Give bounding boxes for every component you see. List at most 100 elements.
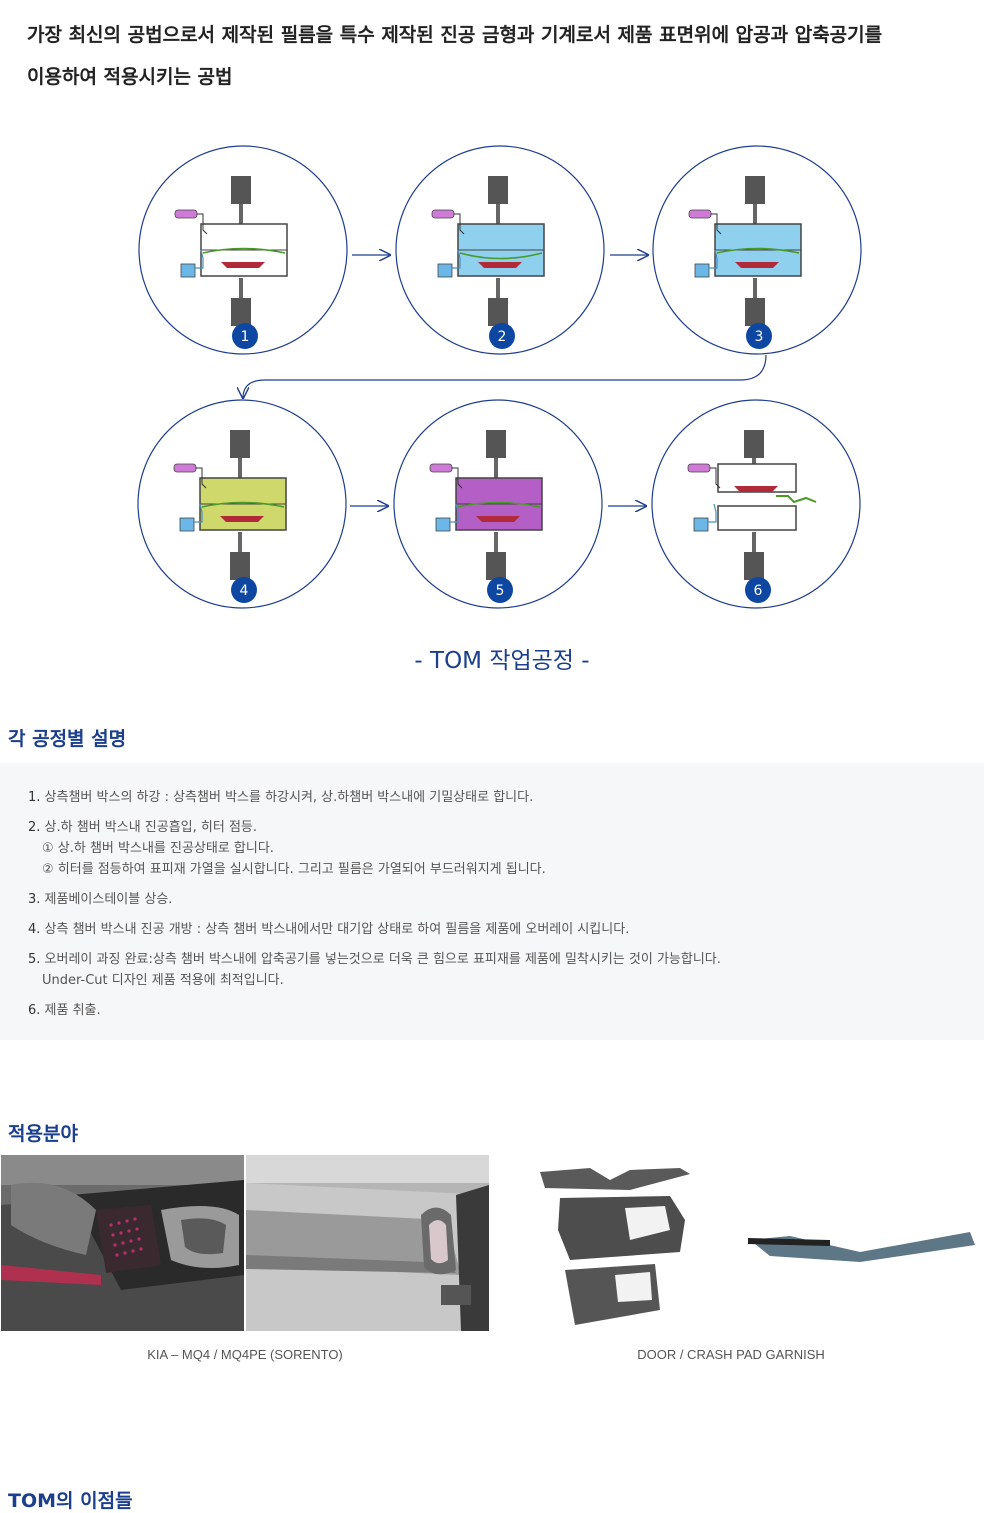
vacuum-line: [195, 249, 204, 269]
lower-press: [745, 298, 765, 326]
process-item-number: 3.: [28, 892, 45, 907]
process-item-subline: ① 상.하 챔버 박스내를 진공상태로 합니다.: [42, 841, 274, 856]
upper-press: [488, 176, 508, 204]
process-item-subline: ② 히터를 점등하여 표피재 가열을 실시합니다. 그리고 필름은 가열되어 부…: [42, 862, 546, 877]
vacuum-line: [450, 503, 459, 523]
process-item: 6. 제품 취출.: [28, 1000, 958, 1021]
crash-pad-photo: [246, 1155, 489, 1331]
process-item: 4. 상측 챔버 박스내 진공 개방 : 상측 챔버 박스내에서만 대기압 상태…: [28, 919, 958, 940]
process-step-2: 2: [395, 145, 605, 355]
step-number: 1: [241, 329, 250, 345]
process-item-text: 상측챔버 박스의 하강 : 상측챔버 박스를 하강시켜, 상.하챔버 박스내에 …: [44, 790, 534, 805]
vacuum-pump: [694, 263, 710, 278]
process-item: 1. 상측챔버 박스의 하강 : 상측챔버 박스를 하강시켜, 상.하챔버 박스…: [28, 787, 958, 808]
vacuum-pump: [437, 263, 453, 278]
film: [459, 252, 543, 260]
heater-tank: [688, 209, 712, 219]
intro-line-1: 가장 최신의 공법으로서 제작된 필름을 특수 제작된 진공 금형과 기계로서 …: [27, 24, 883, 46]
vacuum-pump: [179, 517, 195, 532]
upper-rod: [239, 204, 243, 224]
lower-press: [488, 298, 508, 326]
heater-tank: [173, 463, 197, 473]
vacuum-pump: [180, 263, 196, 278]
process-step-4: 4: [137, 399, 347, 609]
process-item: 3. 제품베이스테이블 상승.: [28, 889, 958, 910]
heater-line: [452, 467, 463, 489]
upper-press: [230, 430, 250, 458]
step-number: 2: [498, 329, 507, 345]
process-step-1: 1: [138, 145, 348, 355]
vacuum-line: [452, 249, 461, 269]
process-item: 2. 상.하 챔버 박스내 진공흡입, 히터 점등.① 상.하 챔버 박스내를 …: [28, 817, 958, 880]
product-part: [734, 486, 778, 492]
intro-text: 가장 최신의 공법으로서 제작된 필름을 특수 제작된 진공 금형과 기계로서 …: [27, 14, 967, 98]
process-list: 1. 상측챔버 박스의 하강 : 상측챔버 박스를 하강시켜, 상.하챔버 박스…: [28, 787, 958, 1030]
heater-line: [454, 213, 465, 235]
upper-rod: [753, 204, 757, 224]
lower-rod: [239, 278, 243, 298]
upper-press: [744, 430, 764, 458]
upper-rod: [494, 458, 498, 478]
step-circle: [651, 399, 861, 609]
process-item-number: 6.: [28, 1003, 45, 1018]
process-item-subline: Under-Cut 디자인 제품 적용에 최적입니다.: [42, 973, 284, 988]
heater-tank: [429, 463, 453, 473]
product-part: [476, 516, 520, 522]
step-number: 3: [755, 329, 764, 345]
formed-film: [776, 495, 817, 504]
process-item-number: 2.: [28, 820, 45, 835]
vacuum-line: [709, 249, 718, 269]
step-badge: [489, 323, 515, 349]
heater-tank: [687, 463, 711, 473]
step-number: 5: [496, 583, 505, 599]
step-badge: [745, 577, 771, 603]
garnish-parts-photo: [530, 1160, 980, 1330]
upper-press: [745, 176, 765, 204]
flow-arrows: [243, 255, 767, 506]
vacuum-pump: [435, 517, 451, 532]
process-item: 5. 오버레이 과징 완료:상측 챔버 박스내에 압축공기를 넣는것으로 더욱 …: [28, 949, 958, 991]
caption-right: DOOR / CRASH PAD GARNISH: [637, 1347, 825, 1362]
arrow-3-4: [243, 354, 767, 398]
step-number: 4: [240, 583, 249, 599]
process-item-text: 제품베이스테이블 상승.: [44, 892, 173, 907]
intro-line-2: 이용하여 적용시키는 공법: [27, 66, 233, 88]
lower-rod: [753, 278, 757, 298]
process-item-number: 1.: [28, 790, 45, 805]
upper-press: [486, 430, 506, 458]
lower-rod: [494, 532, 498, 552]
product-part: [735, 262, 779, 268]
lower-rod: [752, 532, 756, 552]
process-section-title: 각 공정별 설명: [8, 728, 127, 750]
step-badge: [487, 577, 513, 603]
door-trim-photo: [1, 1155, 244, 1331]
door-trim-photo-art: [1, 1155, 244, 1331]
film: [457, 501, 541, 508]
film: [202, 247, 286, 254]
lower-press: [744, 552, 764, 580]
caption-left: KIA – MQ4 / MQ4PE (SORENTO): [147, 1347, 343, 1362]
heater-line: [197, 213, 208, 235]
process-step-6: 6: [651, 399, 861, 609]
process-item-text: 상측 챔버 박스내 진공 개방 : 상측 챔버 박스내에서만 대기압 상태로 하…: [44, 922, 630, 937]
process-item-number: 4.: [28, 922, 45, 937]
application-section-title: 적용분야: [8, 1123, 78, 1145]
process-step-3: 3: [652, 145, 862, 355]
heater-line: [710, 467, 721, 489]
step-badge: [746, 323, 772, 349]
film: [201, 501, 285, 508]
lower-press: [486, 552, 506, 580]
process-item-text: 오버레이 과징 완료:상측 챔버 박스내에 압축공기를 넣는것으로 더욱 큰 힘…: [44, 952, 721, 967]
vacuum-line: [194, 503, 203, 523]
step-number: 6: [754, 583, 763, 599]
upper-rod: [496, 204, 500, 224]
lower-press: [230, 552, 250, 580]
process-description-box: 1. 상측챔버 박스의 하강 : 상측챔버 박스를 하강시켜, 상.하챔버 박스…: [0, 763, 984, 1040]
upper-rod: [238, 458, 242, 478]
diagram-title: - TOM 작업공정 -: [414, 648, 590, 674]
lower-chamber: [717, 505, 797, 531]
film: [716, 247, 800, 254]
heater-line: [196, 467, 207, 489]
lower-rod: [238, 532, 242, 552]
product-part: [478, 262, 522, 268]
